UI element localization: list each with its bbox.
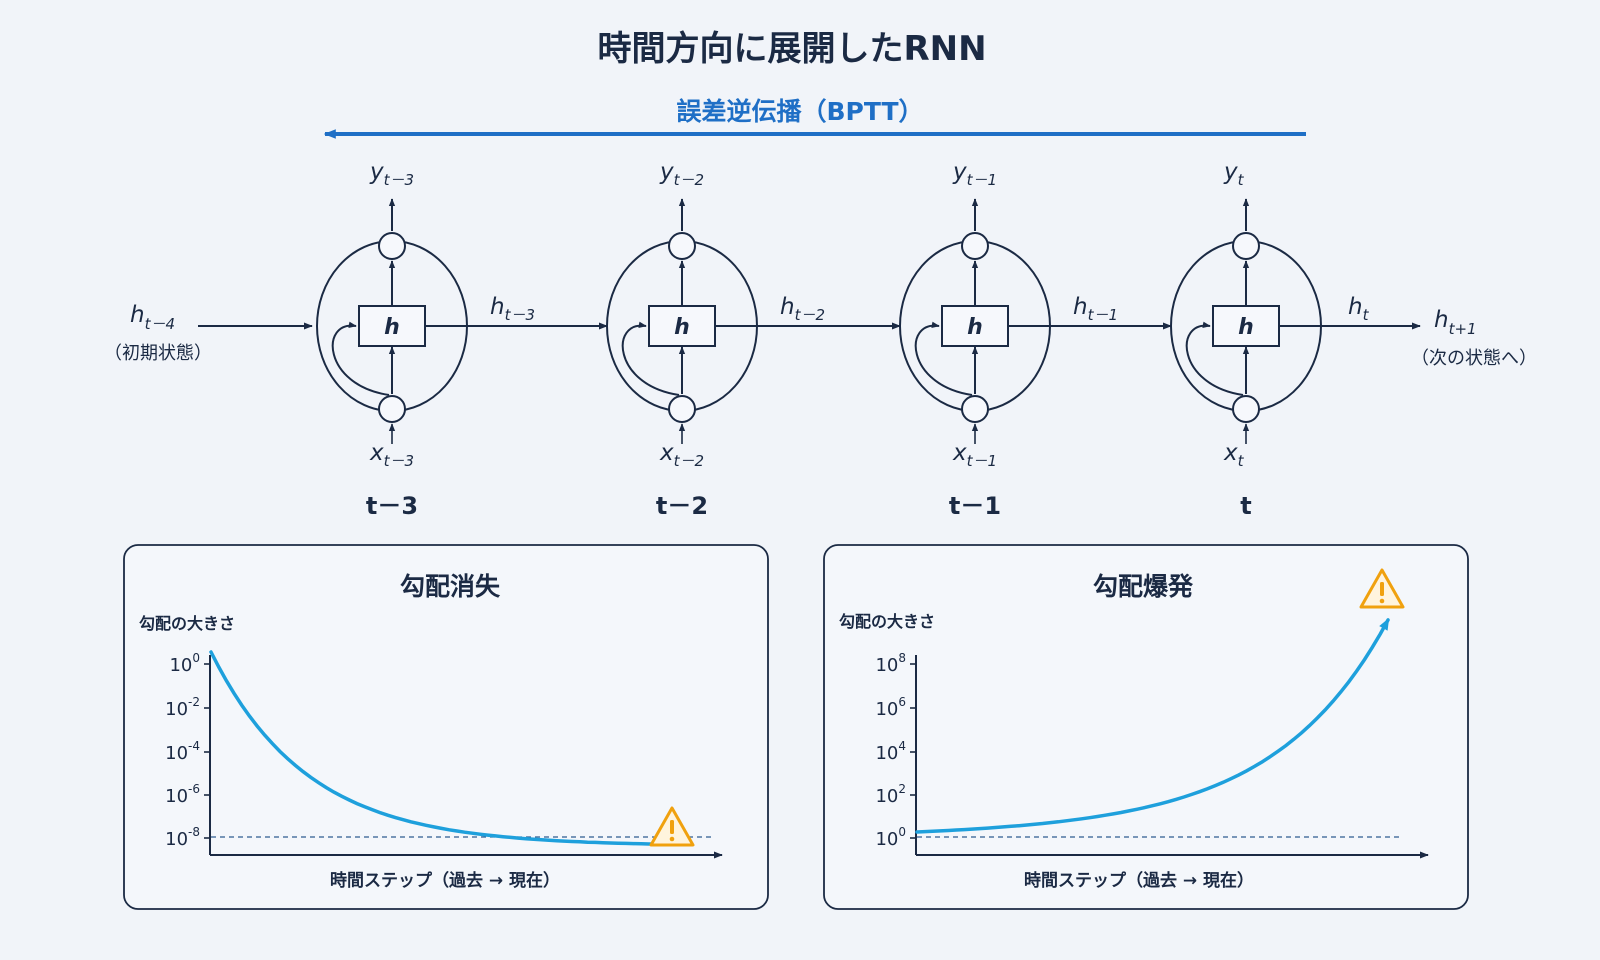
panel-title: 勾配爆発 bbox=[1093, 572, 1194, 601]
input-node bbox=[961, 395, 989, 423]
hidden-state-box bbox=[648, 305, 716, 347]
hidden-state-out-label: ht－2 bbox=[780, 294, 825, 324]
warning-triangle-icon bbox=[649, 806, 695, 847]
vanishing-gradient-panel: 勾配消失 勾配の大きさ 100 10-2 10-4 10-6 10-8 時間ステップ（過… bbox=[123, 544, 769, 910]
panel-frame bbox=[123, 544, 769, 910]
y-tick-label: 10-8 bbox=[165, 825, 200, 850]
next-state: ht+1 （次の状態へ） bbox=[1411, 307, 1537, 369]
output-node bbox=[668, 232, 696, 260]
y-tick-label: 10-4 bbox=[165, 739, 200, 764]
hidden-state-box bbox=[358, 305, 426, 347]
page-title: 時間方向に展開したRNN bbox=[597, 29, 986, 69]
svg-text:ht－4: ht－4 bbox=[130, 302, 175, 333]
output-label: yt－1 bbox=[952, 159, 997, 189]
hidden-state-out-label: ht bbox=[1348, 294, 1370, 324]
input-node bbox=[668, 395, 696, 423]
input-label: xt－3 bbox=[369, 440, 414, 470]
rnn-cell: h yt－1 xt－1 t－1 ht－1 bbox=[899, 159, 1172, 520]
rnn-cell: h yt－3 xt－3 t－3 ht－3 bbox=[316, 159, 608, 520]
time-step-label: t－1 bbox=[949, 492, 1001, 520]
x-axis-label: 時間ステップ（過去 → 現在） bbox=[330, 870, 560, 891]
y-axis-label: 勾配の大きさ bbox=[839, 612, 935, 631]
hidden-state-label: h bbox=[384, 315, 400, 340]
panel-title: 勾配消失 bbox=[400, 572, 501, 601]
y-tick-label: 10-2 bbox=[165, 695, 200, 720]
y-axis-label: 勾配の大きさ bbox=[139, 614, 235, 633]
output-node bbox=[961, 232, 989, 260]
y-tick-label: 106 bbox=[875, 695, 906, 720]
y-tick-label: 108 bbox=[875, 651, 906, 676]
gradient-curve bbox=[209, 650, 674, 847]
recurrent-loop-arrow bbox=[621, 321, 680, 396]
y-tick-label: 102 bbox=[875, 782, 906, 807]
output-label: yt－3 bbox=[369, 159, 414, 189]
input-node bbox=[1232, 395, 1260, 423]
y-tick-label: 100 bbox=[875, 825, 906, 850]
hidden-state-label: h bbox=[967, 315, 983, 340]
exploding-gradient-panel: 勾配爆発 勾配の大きさ 108 106 104 102 100 時間ステップ（過去 → … bbox=[823, 544, 1469, 910]
initial-state: ht－4 （初期状態） bbox=[104, 302, 212, 364]
warning-triangle-icon bbox=[1359, 568, 1405, 609]
recurrent-loop-arrow bbox=[331, 321, 390, 396]
initial-state-note: （初期状態） bbox=[104, 343, 212, 364]
time-step-label: t bbox=[1240, 492, 1251, 520]
input-label: xt－2 bbox=[659, 440, 704, 470]
hidden-state-label: h bbox=[674, 315, 690, 340]
input-label: xt－1 bbox=[952, 440, 997, 470]
gradient-curve bbox=[915, 617, 1390, 834]
y-tick-label: 104 bbox=[875, 739, 906, 764]
input-label: xt bbox=[1223, 440, 1245, 470]
hidden-state-out-label: ht－3 bbox=[490, 294, 535, 324]
rnn-cell: h yt－2 xt－2 t－2 ht－2 bbox=[606, 159, 901, 520]
recurrent-loop-arrow bbox=[1185, 321, 1244, 396]
output-label: yt－2 bbox=[659, 159, 704, 189]
panel-frame bbox=[823, 544, 1469, 910]
svg-text:ht+1: ht+1 bbox=[1434, 307, 1477, 338]
input-node bbox=[378, 395, 406, 423]
output-node bbox=[1232, 232, 1260, 260]
hidden-state-out-label: ht－1 bbox=[1073, 294, 1118, 324]
hidden-state-label: h bbox=[1238, 315, 1254, 340]
output-node bbox=[378, 232, 406, 260]
time-step-label: t－3 bbox=[366, 492, 418, 520]
bptt-label: 誤差逆伝播（BPTT） bbox=[676, 97, 923, 126]
next-state-note: （次の状態へ） bbox=[1411, 348, 1537, 369]
y-tick-label: 10-6 bbox=[165, 782, 200, 807]
hidden-state-box bbox=[941, 305, 1009, 347]
y-tick-label: 100 bbox=[169, 651, 200, 676]
x-axis-label: 時間ステップ（過去 → 現在） bbox=[1024, 870, 1254, 891]
rnn-cell: h yt xt t ht bbox=[1170, 159, 1421, 520]
recurrent-loop-arrow bbox=[914, 321, 973, 396]
time-step-label: t－2 bbox=[656, 492, 708, 520]
output-label: yt bbox=[1223, 159, 1245, 189]
